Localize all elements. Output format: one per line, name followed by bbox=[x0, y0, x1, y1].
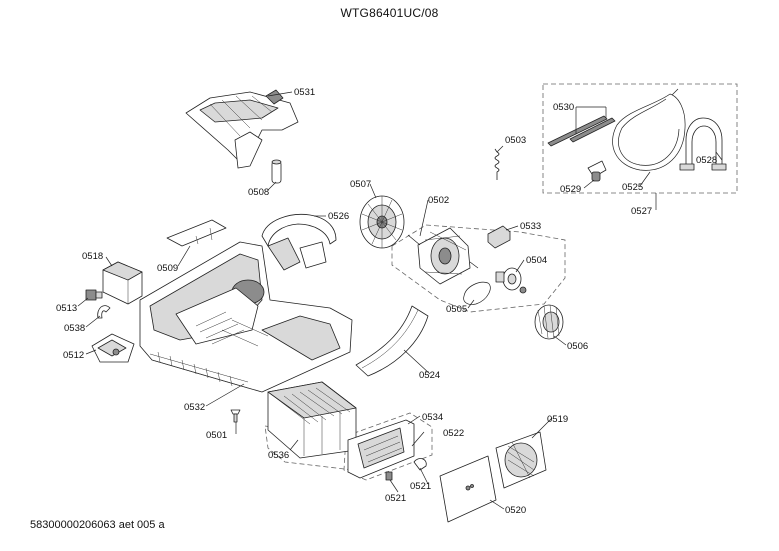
diagram-title: WTG86401UC/08 bbox=[340, 6, 439, 20]
part-0508 bbox=[271, 159, 282, 184]
part-0501 bbox=[230, 409, 241, 423]
group-outline-motor bbox=[391, 224, 566, 313]
part-0534 bbox=[347, 419, 415, 479]
group-outline-0527 bbox=[542, 83, 738, 194]
label-0534: 0534 bbox=[422, 412, 443, 423]
label-0502: 0502 bbox=[428, 195, 449, 206]
part-0507 bbox=[359, 195, 405, 249]
leader-lines bbox=[77, 91, 723, 510]
part-0525 bbox=[612, 88, 686, 171]
part-0505 bbox=[463, 281, 491, 305]
part-labels: 0531 0508 0503 0530 0528 0529 0525 0527 … bbox=[56, 87, 717, 516]
label-0533: 0533 bbox=[520, 221, 541, 232]
part-0526 bbox=[261, 213, 337, 271]
part-0518 bbox=[102, 261, 143, 305]
part-0530 bbox=[547, 115, 616, 147]
part-0529 bbox=[587, 160, 607, 182]
label-0528: 0528 bbox=[696, 155, 717, 166]
label-0505: 0505 bbox=[446, 304, 467, 315]
part-0521 bbox=[385, 458, 427, 481]
label-0519: 0519 bbox=[547, 414, 568, 425]
group-outline-0534 bbox=[343, 412, 433, 481]
label-0506: 0506 bbox=[567, 341, 588, 352]
part-0520 bbox=[439, 455, 497, 523]
label-0522: 0522 bbox=[443, 428, 464, 439]
label-0536: 0536 bbox=[268, 450, 289, 461]
label-0531: 0531 bbox=[294, 87, 315, 98]
label-0503: 0503 bbox=[505, 135, 526, 146]
label-0532: 0532 bbox=[184, 402, 205, 413]
label-0518: 0518 bbox=[82, 251, 103, 262]
part-0509 bbox=[166, 219, 227, 247]
part-0513 bbox=[85, 289, 103, 301]
label-0512: 0512 bbox=[63, 350, 84, 361]
part-0532 bbox=[139, 241, 353, 393]
label-0501: 0501 bbox=[206, 430, 227, 441]
label-0521-right: 0521 bbox=[410, 481, 431, 492]
footer-document-code: 58300000206063 aet 005 a bbox=[30, 519, 165, 531]
part-0519 bbox=[495, 431, 547, 489]
label-0508: 0508 bbox=[248, 187, 269, 198]
part-0503 bbox=[494, 148, 500, 180]
part-0512 bbox=[91, 333, 135, 363]
label-0521-left: 0521 bbox=[385, 493, 406, 504]
label-0525: 0525 bbox=[622, 182, 643, 193]
part-0506 bbox=[534, 304, 564, 340]
label-0507: 0507 bbox=[350, 179, 371, 190]
part-0528 bbox=[679, 117, 727, 171]
label-0529: 0529 bbox=[560, 184, 581, 195]
part-0504 bbox=[495, 267, 527, 294]
part-0524 bbox=[355, 305, 429, 377]
label-0530: 0530 bbox=[553, 102, 574, 113]
part-0536 bbox=[267, 381, 357, 459]
label-0526: 0526 bbox=[328, 211, 349, 222]
label-0524: 0524 bbox=[419, 370, 440, 381]
label-0504: 0504 bbox=[526, 255, 547, 266]
label-0509: 0509 bbox=[157, 263, 178, 274]
part-0502 bbox=[407, 227, 479, 285]
part-0531 bbox=[185, 89, 299, 169]
label-0513: 0513 bbox=[56, 303, 77, 314]
label-0527: 0527 bbox=[631, 206, 652, 217]
part-0533 bbox=[487, 225, 511, 249]
part-0538 bbox=[97, 305, 111, 319]
label-0520: 0520 bbox=[505, 505, 526, 516]
label-0538: 0538 bbox=[64, 323, 85, 334]
